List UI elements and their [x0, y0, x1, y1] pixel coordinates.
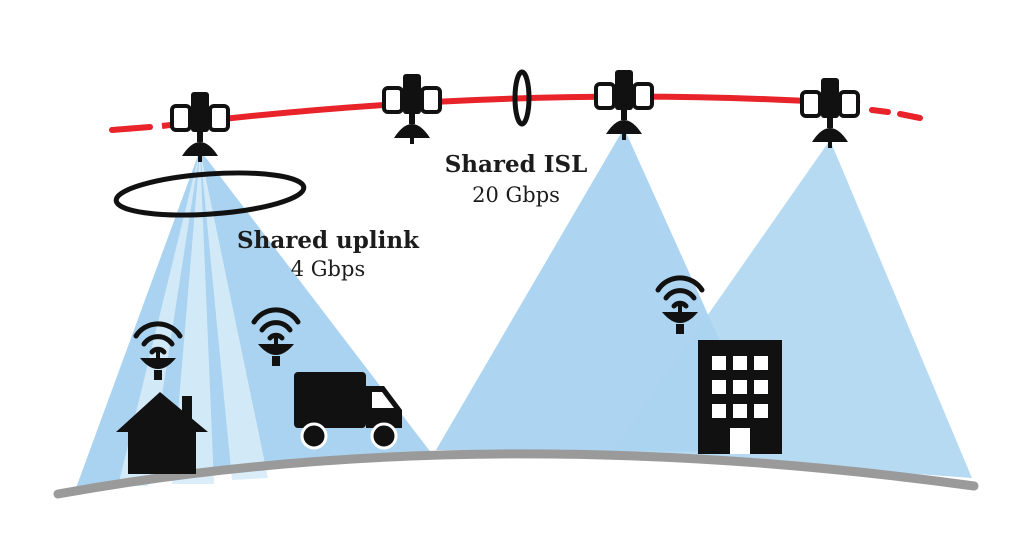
- shared-uplink-title: Shared uplink: [237, 227, 420, 254]
- shared-isl-title: Shared ISL: [445, 151, 588, 178]
- shared-isl-rate: 20 Gbps: [472, 183, 560, 207]
- satellite-icon: [592, 68, 656, 142]
- truck-icon: [294, 372, 402, 450]
- shared-uplink-rate: 4 Gbps: [291, 257, 365, 281]
- satellite-icon: [168, 90, 232, 164]
- satellite-icon: [798, 76, 862, 150]
- earth-surface: [53, 449, 979, 499]
- rotation-ring-icon: [113, 170, 307, 218]
- satellite-icon: [380, 72, 444, 146]
- building-icon: [698, 340, 782, 454]
- rotation-ring-icon: [512, 69, 532, 127]
- house-icon: [116, 392, 208, 474]
